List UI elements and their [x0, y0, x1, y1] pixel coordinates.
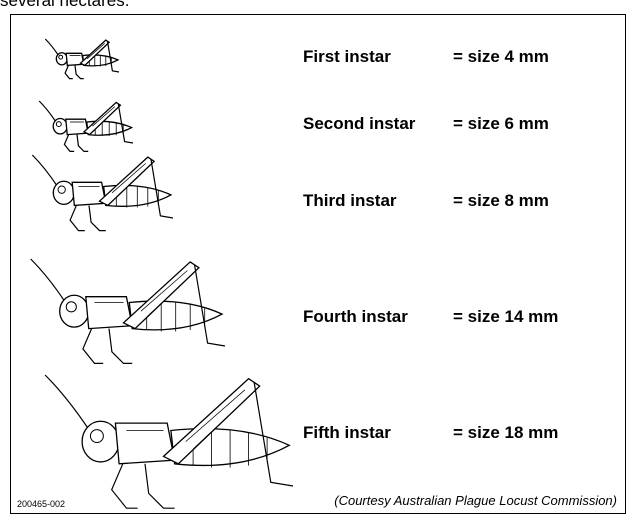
stage-name: Second instar	[303, 114, 415, 134]
stage-size: = size 6 mm	[453, 114, 549, 134]
cut-off-header-text: several hectares.	[0, 0, 129, 11]
first-instar-drawing	[45, 39, 119, 79]
credit-line: (Courtesy Australian Plague Locust Commi…	[334, 493, 617, 508]
stage-name: First instar	[303, 47, 391, 67]
stage-size: = size 14 mm	[453, 307, 558, 327]
fifth-instar-drawing	[45, 375, 293, 508]
stage-name: Third instar	[303, 191, 397, 211]
third-instar-drawing	[32, 155, 173, 231]
stage-size: = size 8 mm	[453, 191, 549, 211]
second-instar-drawing	[39, 101, 133, 151]
figure-code: 200465-002	[17, 499, 65, 509]
figure-panel: First instar = size 4 mm Second instar =…	[10, 14, 626, 514]
stage-name: Fifth instar	[303, 423, 391, 443]
stage-name: Fourth instar	[303, 307, 408, 327]
stage-size: = size 4 mm	[453, 47, 549, 67]
stage-size: = size 18 mm	[453, 423, 558, 443]
fourth-instar-drawing	[31, 259, 225, 363]
